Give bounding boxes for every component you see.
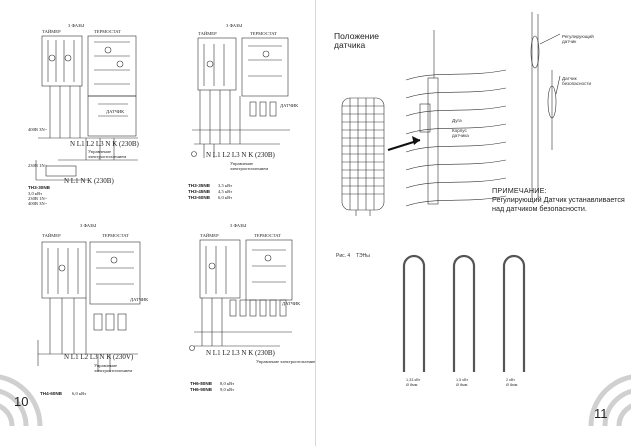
page-gutter [315, 0, 316, 446]
note-text: Регулирующий Датчик устанавливается над … [492, 195, 625, 213]
diagram1-sensor-label: ДАТЧИК [106, 109, 125, 114]
sensor-position-title: Положение датчика [334, 31, 379, 51]
diagram4-timer-label: ТАЙМЕР [200, 233, 219, 238]
element-2-power: 1,5 кВт [456, 378, 469, 382]
left-page: 3 ФАЗЫ ТАЙМЕР ТЕРМОСТАТ ДАТЧИК 400В 3N~ … [0, 0, 318, 446]
diagram4-power-1: 8,0 кВт [220, 381, 235, 386]
diagram2-model-3: TH3-60NB [188, 195, 210, 200]
diagram4-terminals: N L1 L2 L3 N K (230В) [206, 349, 275, 357]
arrow-head [412, 136, 420, 145]
label-regulating-sensor: Регулирующий датчик [562, 34, 594, 45]
diagram2-terminals: N L1 L2 L3 N K (230В) [206, 151, 275, 159]
diagram1-terminals: N L1 L2 L3 N K (230В) [70, 140, 139, 148]
wiring-diagram-1: 3 ФАЗЫ ТАЙМЕР ТЕРМОСТАТ ДАТЧИК 400В 3N~ … [28, 20, 168, 210]
diagram3-timer-label: ТАЙМЕР [42, 233, 61, 238]
element-1-spec: Ø 8мм [406, 383, 418, 387]
element-1-power: 1,33 кВт [406, 378, 421, 382]
swirl-decoration-left [0, 374, 43, 427]
diagram4-control: Управление электроотоплением [256, 359, 319, 364]
heating-elements-drawing [402, 254, 526, 372]
diagram1-header: 3 ФАЗЫ [68, 23, 85, 28]
diagram1-voltage1: 400В 3N~ [28, 127, 48, 132]
diagram2-model-2: TH3-45NB [188, 189, 210, 194]
diagram4-header: 3 ФАЗЫ [230, 223, 247, 228]
heating-element-2 [452, 254, 476, 372]
diagram4-power-2: 9,0 кВт [220, 387, 235, 392]
right-page: Положение датчика [316, 0, 631, 446]
diagram2-model-1: TH3-35NB [188, 183, 210, 188]
heating-element-1 [402, 254, 426, 372]
label-safety-sensor: Датчик безопасности [562, 76, 592, 87]
element-2-spec: Ø 8мм [456, 383, 468, 387]
diagram1-model: TH3-30NB [28, 185, 50, 190]
diagram1-spec2: 230В 1N~ [28, 196, 48, 201]
diagram3-model: TH4-60NB [40, 391, 62, 396]
wiring-diagram-3: 3 ФАЗЫ ТАЙМЕР ТЕРМОСТАТ ДАТЧИК N L1 L2 L… [28, 222, 168, 412]
page-number-left: 10 [14, 394, 29, 409]
diagram2-timer-label: ТАЙМЕР [198, 31, 217, 36]
diagram1-spec3: 400В 3N~ [28, 201, 48, 206]
label-arc: Дуга [452, 118, 462, 123]
figure-caption: Рис. 4 [336, 253, 351, 259]
diagram3-control: Управление электроотоплением [94, 363, 133, 373]
figure-title: ТЭНы [356, 253, 370, 259]
diagram3-sensor-label: ДАТЧИК [130, 297, 149, 302]
diagram3-power: 6,0 кВт [72, 391, 87, 396]
wiring-diagram-1-lines [35, 35, 138, 181]
wiring-diagram-4: 3 ФАЗЫ ТАЙМЕР ТЕРМОСТАТ ДАТЧИК N L1 L2 L… [180, 222, 318, 412]
swirl-decoration-right [588, 374, 631, 427]
diagram2-power-3: 6,0 кВт [218, 195, 233, 200]
wiring-diagram-2: 3 ФАЗЫ ТАЙМЕР ТЕРМОСТАТ ДАТЧИК N L1 L2 L… [180, 20, 310, 220]
diagram2-thermostat-label: ТЕРМОСТАТ [250, 31, 277, 36]
heating-element-3 [502, 254, 526, 372]
diagram3-terminals: N L1 L2 L3 N K (230V) [64, 353, 134, 361]
diagram4-thermostat-label: ТЕРМОСТАТ [254, 233, 281, 238]
sensor-closeup [405, 30, 507, 207]
heater-illustration [341, 12, 561, 216]
page-number-right: 11 [594, 406, 608, 421]
diagram1-thermostat-label: ТЕРМОСТАТ [94, 29, 121, 34]
diagram1-spec1: 3,0 кВт [28, 191, 43, 196]
label-sensor-housing: Корпус датчика [452, 128, 469, 139]
sensor-rods [530, 12, 561, 200]
diagram1-terminals2: N L1 N K (230В) [64, 177, 114, 185]
wiring-diagram-3-lines [37, 241, 141, 372]
diagram2-control: Управление электроотоплением [230, 161, 269, 171]
diagram2-power-1: 3,5 кВт [218, 183, 233, 188]
diagram2-power-2: 4,5 кВт [218, 189, 233, 194]
wiring-diagram-2-lines [191, 37, 290, 158]
diagram3-thermostat-label: ТЕРМОСТАТ [102, 233, 129, 238]
diagram1-timer-label: ТАЙМЕР [42, 29, 61, 34]
note-heading: ПРИМЕЧАНИЕ: [492, 186, 547, 195]
diagram2-header: 3 ФАЗЫ [226, 23, 243, 28]
diagram4-sensor-label: ДАТЧИК [282, 301, 301, 306]
element-3-power: 2 кВт [506, 378, 515, 382]
diagram3-header: 3 ФАЗЫ [80, 223, 97, 228]
heater-coil [341, 97, 385, 216]
diagram4-model-2: TH6-90NB [190, 387, 212, 392]
diagram1-voltage2: 230В 1N~ [28, 163, 48, 168]
diagram2-sensor-label: ДАТЧИК [280, 103, 299, 108]
diagram4-model-1: TH6-80NB [190, 381, 212, 386]
wiring-diagram-4-lines [189, 239, 293, 351]
diagram1-control: Управление электроотоплением [88, 149, 127, 159]
element-3-spec: Ø 8мм [506, 383, 518, 387]
